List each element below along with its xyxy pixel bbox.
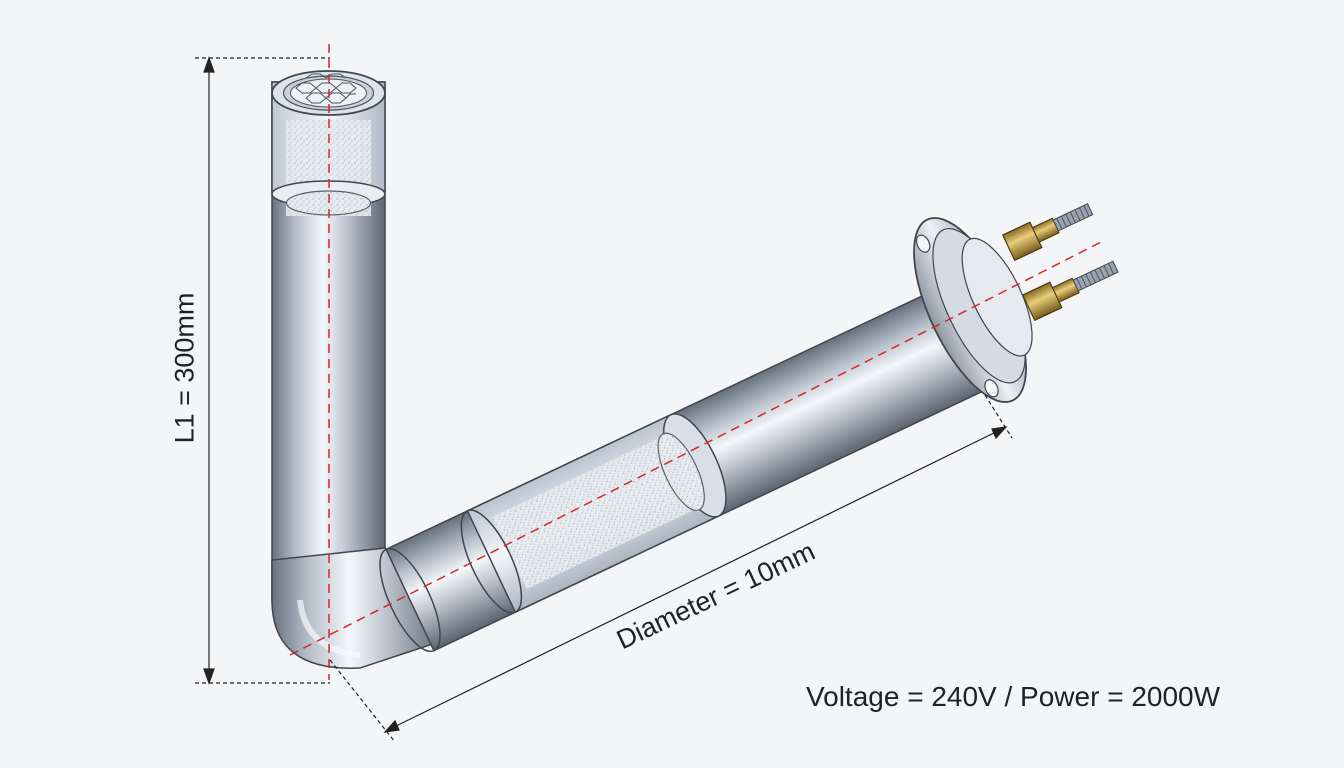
threaded-stud-icon bbox=[1072, 260, 1119, 292]
mounting-flange bbox=[913, 217, 1033, 403]
centerlines bbox=[289, 44, 1106, 680]
terminal-top bbox=[1001, 203, 1094, 262]
angled-centerline bbox=[289, 239, 1106, 656]
dimension-l1 bbox=[195, 56, 330, 685]
terminal-bottom bbox=[1021, 260, 1119, 322]
insulation-powder-mid bbox=[492, 431, 708, 590]
electrical-spec-label: Voltage = 240V / Power = 2000W bbox=[806, 681, 1221, 712]
bolt-hole-top bbox=[915, 234, 931, 253]
bolt-hole-bottom bbox=[984, 379, 999, 398]
honeycomb-core-icon bbox=[295, 73, 357, 104]
length-dimension-label: L1 = 300mm bbox=[169, 292, 200, 444]
dimension-diameter bbox=[329, 394, 1013, 743]
